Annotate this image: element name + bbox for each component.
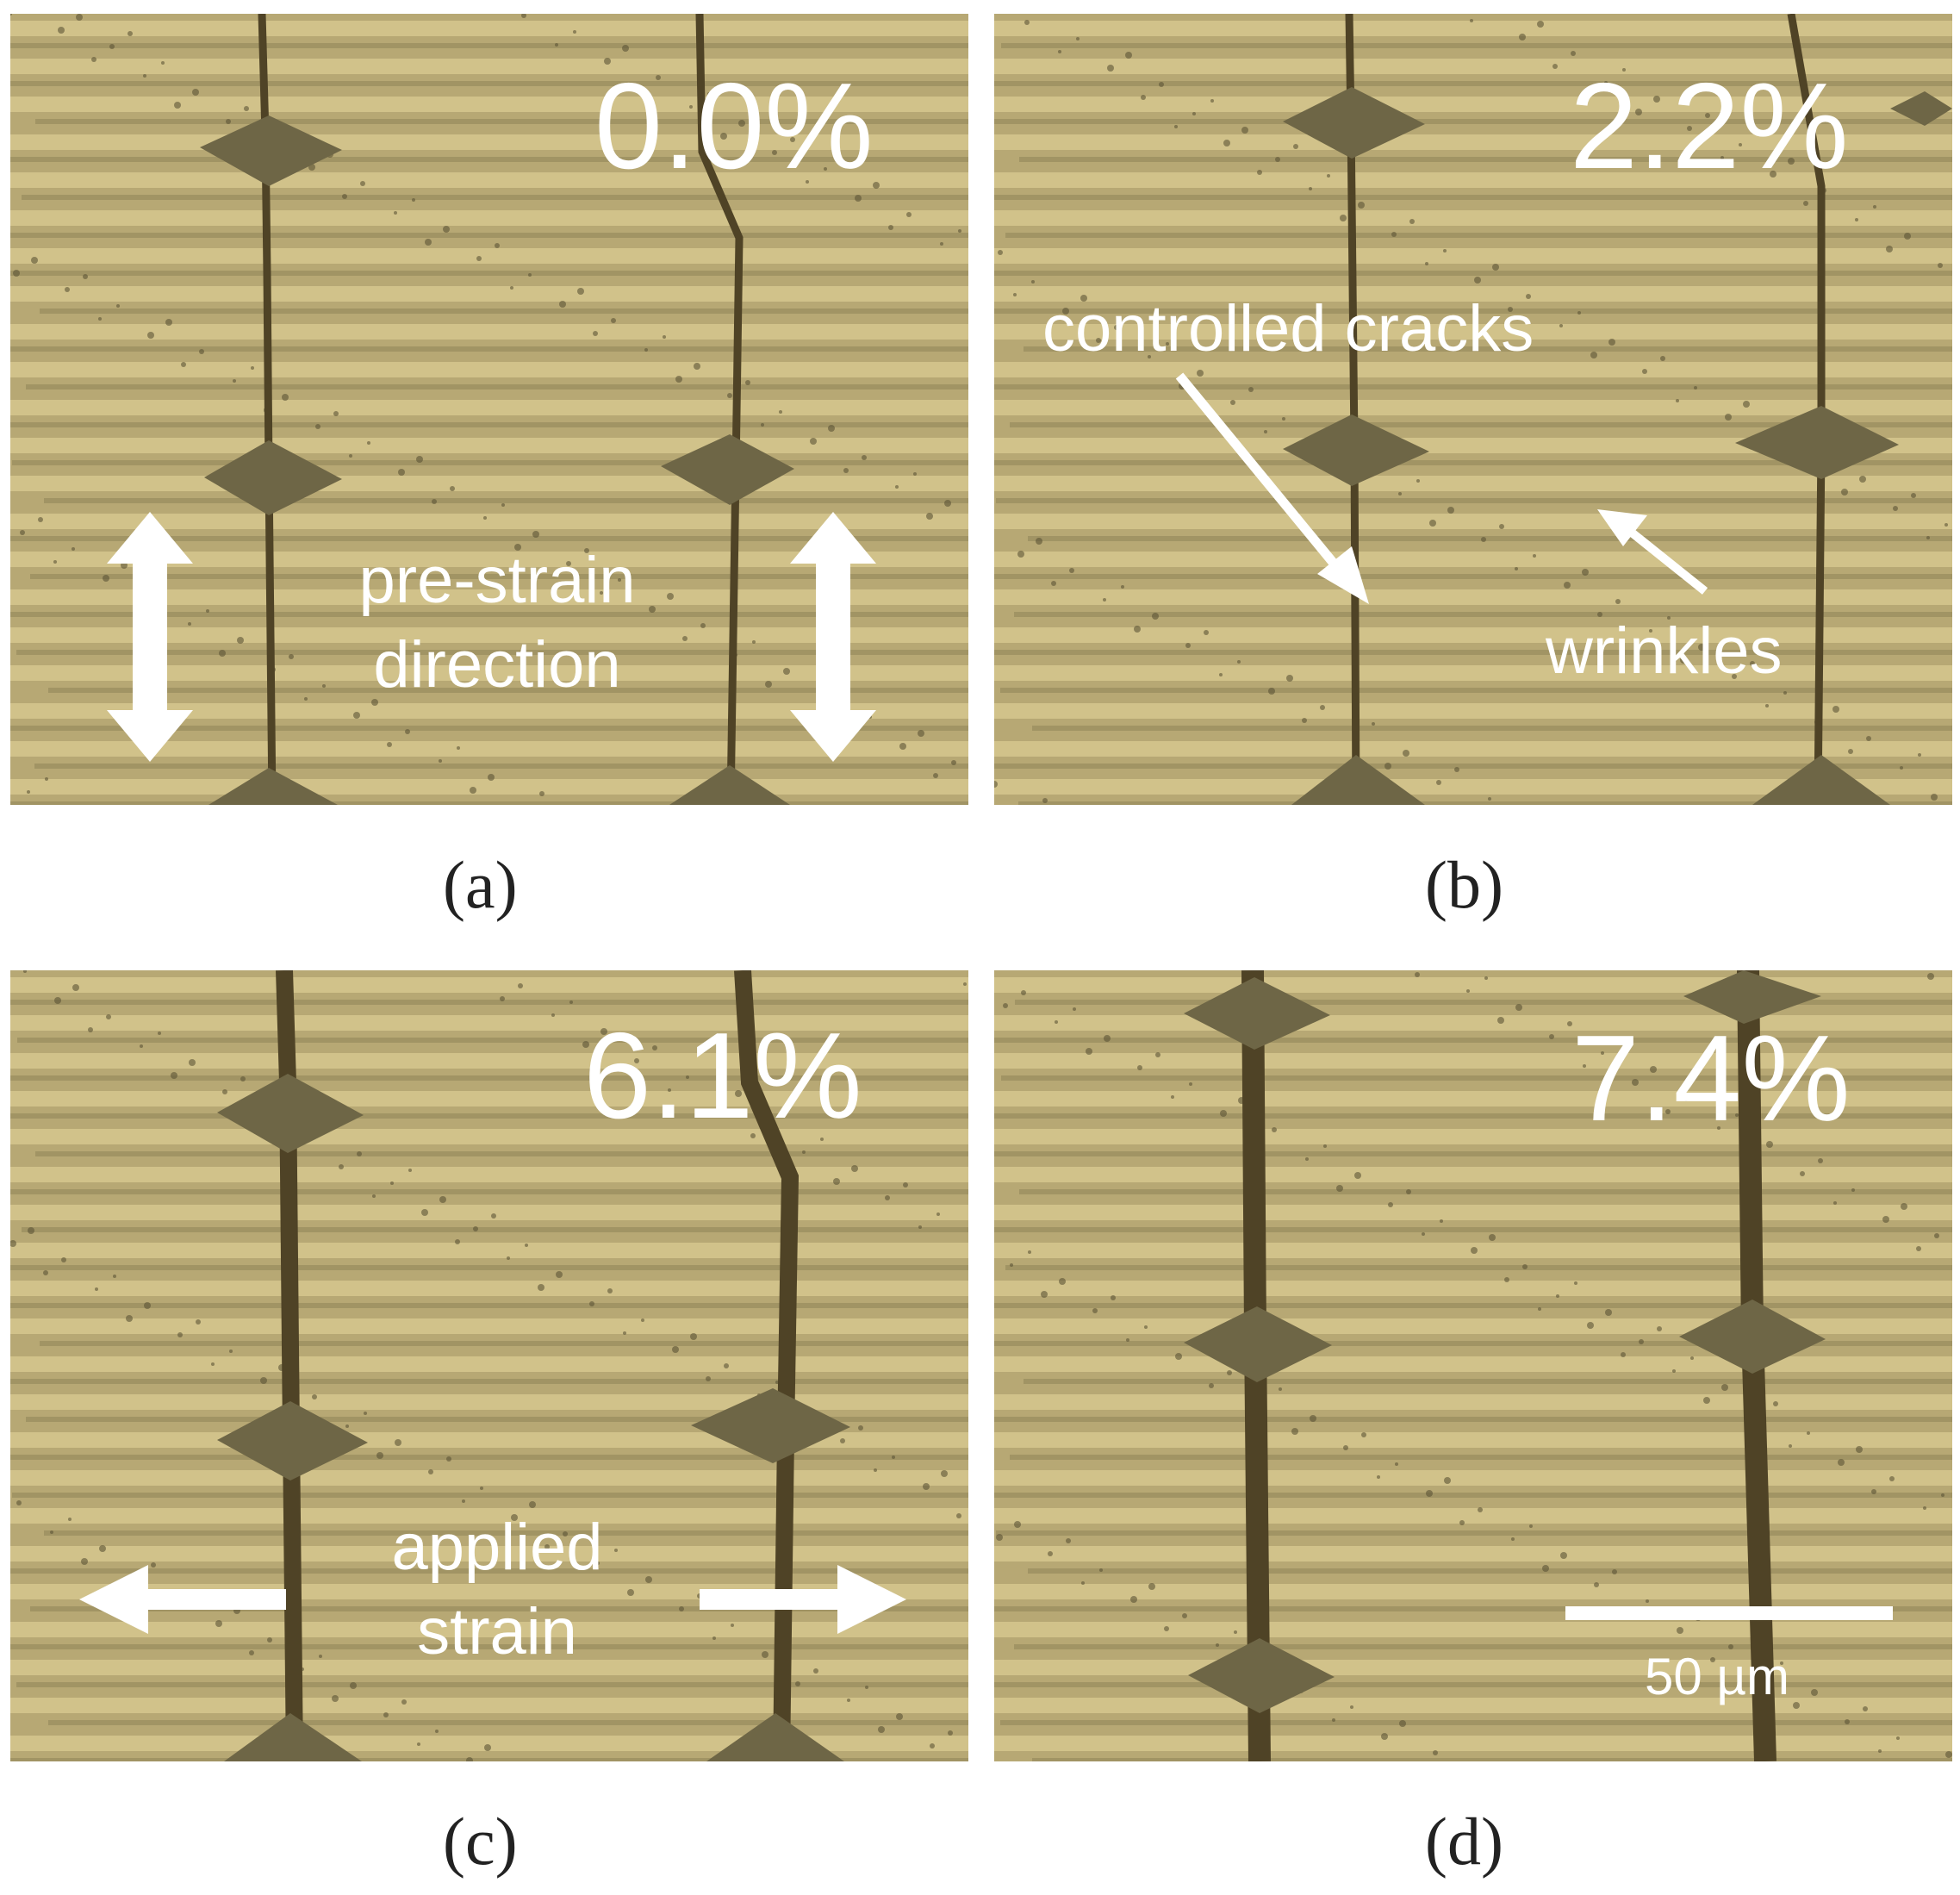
micrograph-panel-d: 7.4% 50 µm xyxy=(994,970,1952,1761)
micrograph-panel-a: 0.0% pre-strain direction xyxy=(10,14,968,805)
caption-a: (a) xyxy=(443,847,518,922)
crack-nodes xyxy=(1184,970,1826,1713)
controlled-cracks-annotation: controlled cracks xyxy=(1042,292,1534,365)
caption-b: (b) xyxy=(1425,847,1503,922)
scale-bar-label: 50 µm xyxy=(1645,1648,1789,1705)
arrow-icon xyxy=(1597,509,1708,595)
crack-nodes xyxy=(200,115,794,805)
micrograph-panel-b: 2.2% controlled cracks wrinkles xyxy=(994,14,1952,805)
crack-nodes xyxy=(1283,87,1952,805)
micrograph-image-d xyxy=(994,970,1952,1761)
double-arrow-icon xyxy=(790,512,876,762)
left-arrow-icon xyxy=(79,1565,286,1634)
micrograph-panel-c: 6.1% applied strain xyxy=(10,970,968,1761)
strain-label: 7.4% xyxy=(1571,1010,1851,1147)
arrow-icon xyxy=(1175,372,1369,604)
crack-nodes xyxy=(217,1074,850,1761)
double-arrow-icon xyxy=(107,512,193,762)
caption-d: (d) xyxy=(1425,1804,1503,1879)
caption-c: (c) xyxy=(443,1804,518,1879)
applied-strain-annotation: applied strain xyxy=(391,1511,603,1668)
pre-strain-annotation: pre-strain direction xyxy=(358,544,636,701)
strain-label: 0.0% xyxy=(594,58,874,195)
scale-bar xyxy=(1565,1606,1893,1620)
right-arrow-icon xyxy=(700,1565,906,1634)
strain-label: 6.1% xyxy=(583,1007,862,1144)
micrograph-image-a xyxy=(10,14,968,805)
crack-lines xyxy=(276,970,800,1761)
wrinkle-pattern xyxy=(994,972,1952,1761)
wrinkles-annotation: wrinkles xyxy=(1546,614,1783,688)
micrograph-image-c xyxy=(10,970,968,1761)
crack-lines xyxy=(1345,14,1826,805)
strain-label: 2.2% xyxy=(1570,58,1849,195)
crack-lines xyxy=(258,14,744,805)
